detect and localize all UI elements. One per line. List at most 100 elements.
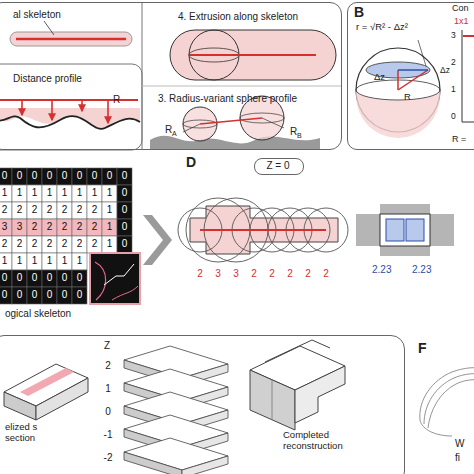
- figure-label: 1: [451, 85, 456, 95]
- figure-label: -1: [100, 429, 116, 441]
- grid-value: 0: [72, 272, 87, 284]
- node-text: 4. Extrusion along skeleton: [178, 11, 298, 23]
- figure-label: Δz: [374, 72, 385, 83]
- grid-cell: [117, 236, 132, 253]
- grid-cell: [12, 202, 27, 219]
- figure-label: 2: [303, 268, 313, 280]
- grid-cell: [102, 185, 117, 202]
- grid-cell: [72, 185, 87, 202]
- grid-value: 2: [87, 221, 102, 233]
- grid-cell: [42, 236, 57, 253]
- grid-value: 0: [87, 170, 102, 182]
- figure-label: Z: [104, 340, 110, 352]
- grid-value: 0: [27, 272, 42, 284]
- grid-cell: [72, 270, 87, 287]
- grid-value: 1: [42, 255, 57, 267]
- grid-value: 2: [27, 238, 42, 250]
- grid-value: 2: [87, 238, 102, 250]
- grid-cell: [57, 236, 72, 253]
- grid-cell: [42, 253, 57, 270]
- figure-label: ogical skeleton: [5, 308, 71, 320]
- node-text: Z = 0: [255, 160, 301, 172]
- grid-cell: [117, 202, 132, 219]
- figure-label: 2: [451, 58, 456, 68]
- grid-cell: [42, 270, 57, 287]
- grid-cell: [27, 287, 42, 304]
- grid-cell: [0, 185, 12, 202]
- node-text: Distance profile: [13, 73, 82, 85]
- grid-cell: [72, 219, 87, 236]
- grid-cell: [57, 168, 72, 185]
- figure-label: A: [172, 130, 177, 138]
- grid-cell: [0, 202, 12, 219]
- grid-cell: [12, 270, 27, 287]
- grid-value: 2: [12, 204, 27, 216]
- grid-value: 1: [102, 238, 117, 250]
- grid-value: 1: [0, 187, 12, 199]
- grid-value: 0: [57, 170, 72, 182]
- grid-cell: [42, 287, 57, 304]
- grid-cell: [12, 253, 27, 270]
- grid-cell: [12, 236, 27, 253]
- grid-value: 2: [42, 238, 57, 250]
- grid-cell: [117, 168, 132, 185]
- grid-value: 1: [102, 187, 117, 199]
- grid-value: 0: [102, 170, 117, 182]
- node-text: Completed reconstruction: [283, 430, 379, 452]
- grid-cell: [87, 168, 102, 185]
- grid-cell: [87, 219, 102, 236]
- grid-value: 0: [57, 289, 72, 301]
- grid-value: 2: [57, 221, 72, 233]
- grid-value: 1: [0, 255, 12, 267]
- figure-label: 3: [213, 268, 223, 280]
- grid-cell: [72, 202, 87, 219]
- grid-value: 2: [27, 204, 42, 216]
- plane-tag: Z = 0: [254, 158, 304, 175]
- panel-b-art: [356, 30, 474, 138]
- figure-label: R: [290, 126, 297, 138]
- grid-cell: [117, 185, 132, 202]
- grid-cell: [102, 168, 117, 185]
- figure-label: 3: [231, 268, 241, 280]
- grid-value: 2: [0, 238, 12, 250]
- grid-value: 1: [72, 255, 87, 267]
- grid-cell: [27, 253, 42, 270]
- grid-value: 0: [72, 170, 87, 182]
- grid-value: 1: [27, 187, 42, 199]
- figure-label: 2: [321, 268, 331, 280]
- grid-value: 1: [102, 221, 117, 233]
- figure-label: 1: [100, 383, 116, 395]
- grid-value: 2: [42, 204, 57, 216]
- figure-label: B: [297, 132, 302, 140]
- grid-cell: [27, 202, 42, 219]
- grid-cell: [102, 202, 117, 219]
- figure-label: 2: [100, 360, 116, 372]
- figure-label: R: [404, 92, 411, 103]
- grid-value: 2: [87, 204, 102, 216]
- grid-value: 0: [117, 187, 132, 199]
- figure-label: 2.23: [412, 264, 431, 276]
- grid-cell: [57, 185, 72, 202]
- grid-value: 3: [0, 221, 12, 233]
- grid-value: 0: [42, 272, 57, 284]
- grid-value: 0: [12, 170, 27, 182]
- grid-value: 2: [57, 204, 72, 216]
- grid-cell: [102, 236, 117, 253]
- node-text: 3. Radius-variant sphere profile: [158, 93, 297, 105]
- panel-d-art: [90, 198, 454, 304]
- grid-cell: [87, 185, 102, 202]
- figure-label: R =: [452, 134, 466, 144]
- grid-cell: [72, 168, 87, 185]
- figure-label: 2: [285, 268, 295, 280]
- grid-value: 0: [12, 272, 27, 284]
- grid-value: 2: [72, 204, 87, 216]
- grid-value: 0: [27, 170, 42, 182]
- figure-label: D: [186, 154, 196, 170]
- grid-cell: [42, 219, 57, 236]
- grid-cell: [117, 219, 132, 236]
- figure-label: 2: [249, 268, 259, 280]
- figure-label: R: [113, 94, 120, 106]
- grid-value: 0: [42, 289, 57, 301]
- grid-cell: [27, 270, 42, 287]
- grid-value: 0: [0, 170, 12, 182]
